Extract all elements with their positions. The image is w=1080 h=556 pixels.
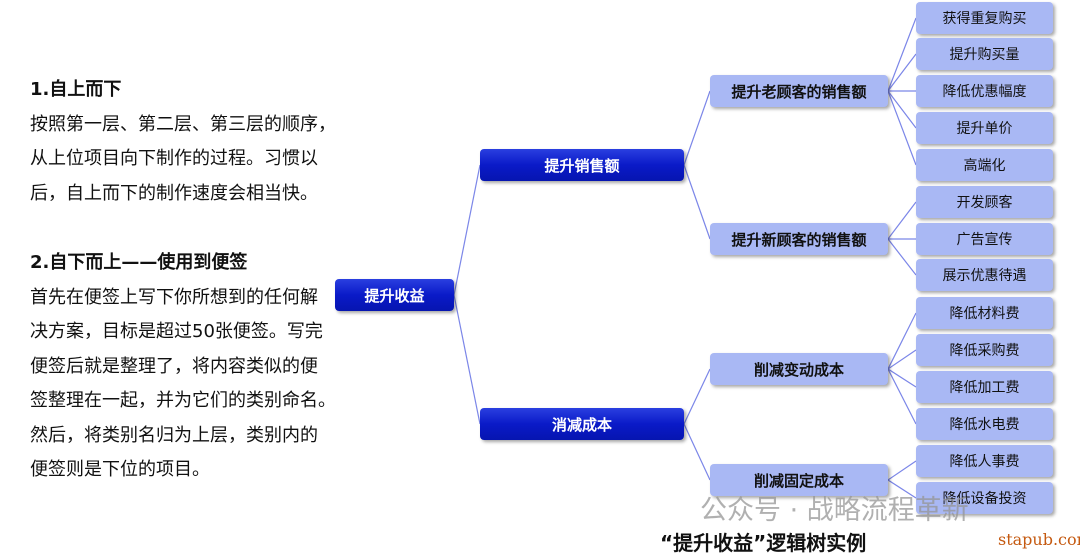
watermark: 公众号 · 战略流程革新: [700, 495, 969, 526]
text-block-bottom-up: 2.自下而上——使用到便签 首先在便签上写下你所想到的任何解 决方案，目标是超过…: [30, 246, 336, 488]
root-node: 提升收益: [335, 279, 454, 311]
body-line: 便签则是下位的项目。: [30, 459, 210, 480]
level3-node: 降低水电费: [916, 408, 1053, 440]
level3-node: 提升购买量: [916, 38, 1053, 70]
source-label: stapub.com: [998, 530, 1080, 549]
connector-line: [683, 423, 711, 481]
connector-line: [683, 368, 711, 425]
level3-node: 降低设备投资: [916, 482, 1053, 514]
level3-node: 降低人事费: [916, 445, 1053, 477]
level2-node: 提升老顾客的销售额: [710, 75, 888, 107]
heading-top-down: 1.自上而下: [30, 79, 122, 100]
connector-line: [683, 164, 711, 240]
body-line: 然后，将类别名归为上层，类别内的: [30, 424, 318, 446]
connector-line: [887, 368, 917, 388]
body-line: 首先在便签上写下你所想到的任何解: [30, 286, 318, 308]
connector-line: [887, 201, 917, 240]
connector-line: [887, 479, 917, 499]
body-line: 按照第一层、第二层、第三层的顺序，: [30, 113, 336, 135]
level3-node: 降低加工费: [916, 371, 1053, 403]
connector-line: [683, 90, 711, 166]
level3-node: 广告宣传: [916, 223, 1053, 255]
body-line: 后，自上而下的制作速度会相当快。: [30, 182, 318, 204]
level3-node: 展示优惠待遇: [916, 259, 1053, 291]
diagram-caption: “提升收益”逻辑树实例: [660, 531, 867, 555]
level3-node: 开发顾客: [916, 186, 1053, 218]
connector-line: [887, 90, 917, 129]
body-line: 从上位项目向下制作的过程。习惯以: [30, 148, 318, 169]
level2-node: 削减固定成本: [710, 464, 888, 496]
level2-node: 削减变动成本: [710, 353, 888, 385]
level3-node: 高端化: [916, 149, 1053, 181]
level3-node: 提升单价: [916, 112, 1053, 144]
connector-line: [453, 164, 481, 296]
level1-node: 消减成本: [480, 408, 684, 440]
level3-node: 降低采购费: [916, 334, 1053, 366]
level3-node: 降低优惠幅度: [916, 75, 1053, 107]
level1-node: 提升销售额: [480, 149, 684, 181]
text-block-top-down: 1.自上而下 按照第一层、第二层、第三层的顺序， 从上位项目向下制作的过程。习惯…: [30, 73, 336, 211]
connector-line: [887, 368, 917, 425]
level3-node: 获得重复购买: [916, 2, 1053, 34]
connector-line: [887, 312, 917, 370]
connector-line: [887, 90, 917, 166]
connector-line: [453, 294, 481, 425]
body-line: 便签后就是整理了，将内容类似的便: [30, 355, 318, 377]
connector-line: [887, 238, 917, 276]
body-line: 决方案，目标是超过50张便签。写完: [30, 321, 323, 342]
body-line: 签整理在一起，并为它们的类别命名。: [30, 390, 336, 411]
level2-node: 提升新顾客的销售额: [710, 223, 888, 255]
connector-line: [887, 349, 917, 370]
connector-line: [887, 460, 917, 481]
level3-node: 降低材料费: [916, 297, 1053, 329]
heading-bottom-up: 2.自下而上——使用到便签: [30, 252, 248, 273]
connector-line: [887, 17, 917, 92]
connector-line: [887, 53, 917, 92]
